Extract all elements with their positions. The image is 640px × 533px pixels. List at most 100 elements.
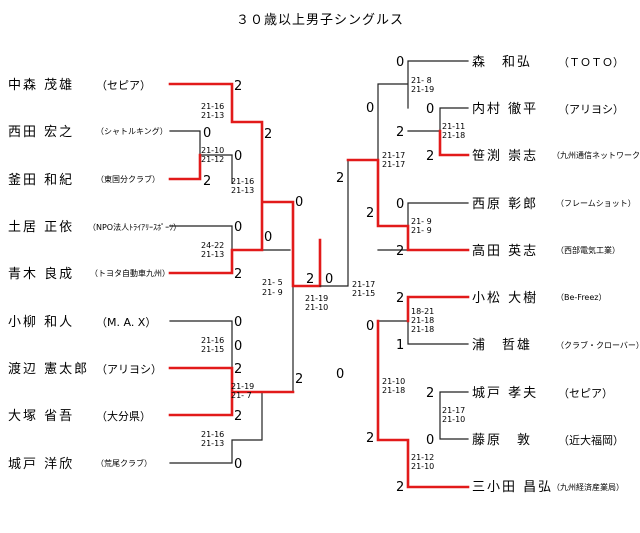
left-bracket-lines <box>168 82 322 464</box>
set-score: 21-16 <box>201 336 224 345</box>
player-name: 内村 徹平 <box>472 101 538 117</box>
set-score: 24-22 <box>201 241 224 250</box>
player-club: （アリヨシ） <box>96 363 162 376</box>
player-club: （近大福岡） <box>558 433 624 447</box>
player-name: 小松 大樹 <box>472 291 538 306</box>
entry-left-3: 釜田 和紀 （東国分クラブ） <box>8 173 160 188</box>
set-score: 21-19 <box>411 85 434 94</box>
player-name: 渡辺 憲太郎 <box>8 361 89 377</box>
set-score: 21-13 <box>201 439 224 448</box>
score: 2 <box>306 272 314 287</box>
score: 2 <box>426 149 434 164</box>
set-score: 21-10 <box>201 146 224 155</box>
player-club: （荒尾クラブ） <box>96 458 152 468</box>
entry-left-9: 城戸 洋欣 （荒尾クラブ） <box>8 457 152 472</box>
score: 0 <box>234 315 242 330</box>
score: 0 <box>336 367 344 382</box>
score: 2 <box>366 431 374 446</box>
player-club: （NPO法人ﾄﾗｲｱﾘｰｽﾎﾟｰﾂ） <box>88 222 181 232</box>
player-club: （セピア） <box>96 79 151 92</box>
player-name: 浦 哲雄 <box>472 338 532 353</box>
entry-right-10: 三小田 昌弘 （九州経済産業局） <box>472 480 624 495</box>
score: 0 <box>396 197 404 212</box>
player-name: 小柳 和人 <box>8 315 74 330</box>
set-score: 21-10 <box>305 303 328 312</box>
set-score: 21-18 <box>411 316 434 325</box>
score: 2 <box>396 291 404 306</box>
player-club: （Be-Freez） <box>556 293 606 302</box>
set-score: 21- 5 <box>262 278 283 287</box>
set-score: 21-13 <box>231 186 254 195</box>
score: 0 <box>325 272 333 287</box>
set-score: 21-11 <box>442 122 465 131</box>
set-scores: 21-16 21-13 21-10 21-12 21-16 21-13 24-2… <box>201 76 465 471</box>
scores: 2 0 0 2 0 2 0 0 2 2 0 0 2 2 0 2 0 0 2 0 … <box>203 55 434 495</box>
player-club: （東国分クラブ） <box>96 174 160 184</box>
set-score: 21-15 <box>352 289 375 298</box>
player-club: （九州通信ネットワーク） <box>552 150 640 160</box>
score: 0 <box>234 339 242 354</box>
set-score: 21- 9 <box>262 288 283 297</box>
score: 2 <box>336 171 344 186</box>
left-entries: 中森 茂雄 （セピア） 西田 宏之 （シャトルキング） 釜田 和紀 （東国分クラ… <box>8 78 181 472</box>
player-name: 土居 正依 <box>8 220 74 235</box>
player-club: （西部電気工業） <box>556 245 620 255</box>
set-score: 21- 8 <box>411 76 432 85</box>
score: 0 <box>366 319 374 334</box>
score: 0 <box>366 101 374 116</box>
score: 2 <box>396 480 404 495</box>
player-name: 釜田 和紀 <box>8 173 74 188</box>
score: 0 <box>234 457 242 472</box>
entry-left-4: 土居 正依 （NPO法人ﾄﾗｲｱﾘｰｽﾎﾟｰﾂ） <box>8 220 181 235</box>
score: 1 <box>396 338 404 353</box>
set-score: 21- 7 <box>231 391 252 400</box>
player-name: 笹渕 崇志 <box>472 148 538 164</box>
right-bracket-lines <box>319 60 470 489</box>
set-score: 21-12 <box>411 453 434 462</box>
score: 2 <box>426 386 434 401</box>
entry-left-2: 西田 宏之 （シャトルキング） <box>8 125 168 140</box>
score: 2 <box>234 362 242 377</box>
winner-line <box>168 82 322 417</box>
score: 0 <box>426 102 434 117</box>
player-name: 高田 英志 <box>472 243 538 259</box>
score: 0 <box>234 149 242 164</box>
entry-right-2: 内村 徹平 （アリヨシ） <box>472 101 624 117</box>
player-club: （アリヨシ） <box>558 103 624 116</box>
score: 0 <box>396 55 404 70</box>
set-score: 21-18 <box>442 131 465 140</box>
entry-left-8: 大塚 省吾 （大分県） <box>8 409 151 424</box>
player-club: （M. A. X） <box>96 316 156 329</box>
set-score: 21-18 <box>382 386 405 395</box>
set-score: 21-17 <box>382 160 405 169</box>
set-score: 21- 9 <box>411 217 432 226</box>
player-club: （クラブ・クローバー） <box>556 340 640 350</box>
set-score: 21-16 <box>201 102 224 111</box>
entry-right-5: 高田 英志 （西部電気工業） <box>472 243 620 259</box>
set-score: 21-10 <box>382 377 405 386</box>
score: 2 <box>295 372 303 387</box>
player-name: 城戸 孝夫 <box>472 386 538 401</box>
entry-right-6: 小松 大樹 （Be-Freez） <box>472 291 606 306</box>
set-score: 21- 9 <box>411 226 432 235</box>
player-name: 大塚 省吾 <box>8 409 74 424</box>
set-score: 21-19 <box>305 294 328 303</box>
right-entries: 森 和弘 （ＴＯＴＯ） 内村 徹平 （アリヨシ） 笹渕 崇志 （九州通信ネットワ… <box>472 55 640 495</box>
player-name: 森 和弘 <box>472 55 532 70</box>
player-name: 城戸 洋欣 <box>8 457 74 472</box>
player-name: 中森 茂雄 <box>8 78 74 93</box>
set-score: 21-13 <box>201 250 224 259</box>
set-score: 21-10 <box>411 462 434 471</box>
set-score: 18-21 <box>411 307 434 316</box>
score: 2 <box>264 127 272 142</box>
entry-right-4: 西原 彰郎 （フレームショット） <box>472 196 636 212</box>
score: 2 <box>234 409 242 424</box>
player-club: （シャトルキング） <box>96 126 168 136</box>
set-score: 21-19 <box>231 382 254 391</box>
player-name: 藤原 敦 <box>472 432 532 448</box>
page-title: ３０歳以上男子シングルス <box>236 13 404 28</box>
entry-left-7: 渡辺 憲太郎 （アリヨシ） <box>8 361 162 377</box>
entry-right-8: 城戸 孝夫 （セピア） <box>472 386 613 401</box>
set-score: 21-18 <box>411 325 434 334</box>
